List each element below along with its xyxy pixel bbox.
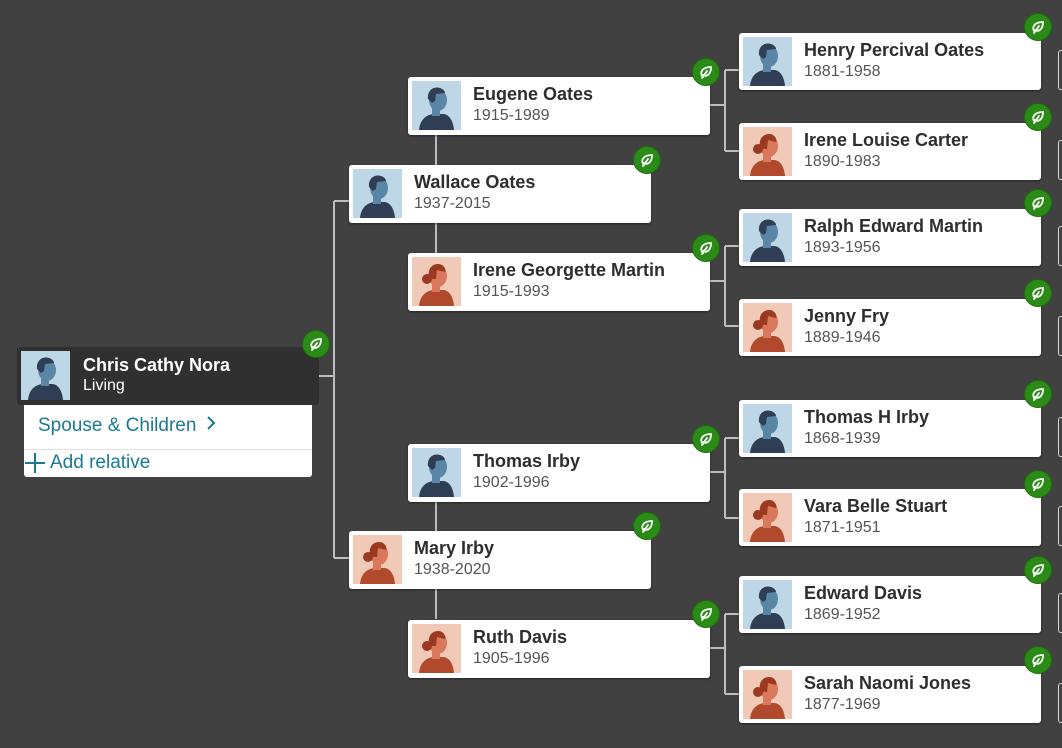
person-name: Henry Percival Oates	[804, 40, 985, 60]
female-avatar-icon	[353, 535, 402, 584]
person-name: Vara Belle Stuart	[804, 496, 948, 516]
person-years: 1877-1969	[804, 696, 881, 713]
person-years: 1890-1983	[804, 153, 881, 170]
male-avatar-icon	[743, 213, 792, 262]
person-name: Wallace Oates	[414, 172, 536, 192]
male-avatar-icon	[353, 169, 402, 218]
leaf-hint-icon[interactable]	[1024, 279, 1052, 307]
person-name: Jenny Fry	[804, 306, 890, 326]
leaf-hint-icon[interactable]	[633, 146, 661, 174]
next-generation-stub[interactable]	[1058, 506, 1062, 546]
next-generation-stub[interactable]	[1058, 316, 1062, 356]
leaf-hint-icon[interactable]	[633, 512, 661, 540]
person-card-great-grandparent[interactable]: Edward Davis 1869-1952	[739, 576, 1041, 633]
person-name: Eugene Oates	[473, 84, 594, 104]
leaf-hint-icon[interactable]	[1024, 556, 1052, 584]
root-person-menu: Spouse & Children Add relative	[24, 405, 312, 477]
person-card-grandparent[interactable]: Ruth Davis 1905-1996	[408, 620, 710, 678]
person-card-great-grandparent[interactable]: Thomas H Irby 1868-1939	[739, 400, 1041, 457]
leaf-hint-icon[interactable]	[692, 425, 720, 453]
leaf-hint-icon[interactable]	[302, 330, 330, 358]
person-years: 1869-1952	[804, 606, 881, 623]
person-years: 1937-2015	[414, 195, 491, 212]
person-name: Irene Louise Carter	[804, 130, 969, 150]
person-card-great-grandparent[interactable]: Henry Percival Oates 1881-1958	[739, 33, 1041, 90]
add-relative-button[interactable]: Add relative	[24, 452, 150, 474]
female-avatar-icon	[743, 670, 792, 719]
person-card-grandparent[interactable]: Eugene Oates 1915-1989	[408, 77, 710, 135]
root-person-status: Living	[83, 377, 125, 394]
person-years: 1893-1956	[804, 239, 881, 256]
person-card-great-grandparent[interactable]: Irene Louise Carter 1890-1983	[739, 123, 1041, 180]
next-generation-stub[interactable]	[1058, 140, 1062, 180]
leaf-hint-icon[interactable]	[1024, 380, 1052, 408]
male-avatar-icon	[412, 448, 461, 497]
male-avatar-icon	[412, 81, 461, 130]
person-card-grandparent[interactable]: Irene Georgette Martin 1915-1993	[408, 253, 710, 311]
female-avatar-icon	[743, 127, 792, 176]
person-name: Ralph Edward Martin	[804, 216, 984, 236]
person-years: 1902-1996	[473, 474, 550, 491]
female-avatar-icon	[412, 624, 461, 673]
person-years: 1905-1996	[473, 650, 550, 667]
person-card-great-grandparent[interactable]: Vara Belle Stuart 1871-1951	[739, 489, 1041, 546]
leaf-hint-icon[interactable]	[1024, 470, 1052, 498]
leaf-hint-icon[interactable]	[692, 58, 720, 86]
next-generation-stub[interactable]	[1058, 50, 1062, 90]
person-name: Mary Irby	[414, 538, 495, 558]
person-name: Sarah Naomi Jones	[804, 673, 972, 693]
person-card-mother[interactable]: Mary Irby 1938-2020	[349, 531, 651, 589]
person-years: 1915-1989	[473, 107, 550, 124]
male-avatar-icon	[21, 351, 70, 400]
male-avatar-icon	[743, 580, 792, 629]
leaf-hint-icon[interactable]	[692, 600, 720, 628]
person-years: 1889-1946	[804, 329, 881, 346]
person-years: 1915-1993	[473, 283, 550, 300]
female-avatar-icon	[743, 493, 792, 542]
root-person-card[interactable]: Chris Cathy Nora Living	[17, 347, 319, 405]
next-generation-stub[interactable]	[1058, 226, 1062, 266]
person-card-great-grandparent[interactable]: Jenny Fry 1889-1946	[739, 299, 1041, 356]
leaf-hint-icon[interactable]	[1024, 103, 1052, 131]
person-card-father[interactable]: Wallace Oates 1937-2015	[349, 165, 651, 223]
person-name: Irene Georgette Martin	[473, 260, 666, 280]
male-avatar-icon	[743, 404, 792, 453]
person-card-great-grandparent[interactable]: Sarah Naomi Jones 1877-1969	[739, 666, 1041, 723]
person-years: 1868-1939	[804, 430, 881, 447]
person-card-grandparent[interactable]: Thomas Irby 1902-1996	[408, 444, 710, 502]
male-avatar-icon	[743, 37, 792, 86]
person-name: Ruth Davis	[473, 627, 568, 647]
leaf-hint-icon[interactable]	[1024, 189, 1052, 217]
spouse-children-link[interactable]: Spouse & Children	[38, 415, 216, 437]
person-years: 1871-1951	[804, 519, 881, 536]
chevron-right-icon	[206, 415, 216, 437]
female-avatar-icon	[412, 257, 461, 306]
root-person-name: Chris Cathy Nora	[83, 355, 231, 375]
leaf-hint-icon[interactable]	[1024, 646, 1052, 674]
leaf-hint-icon[interactable]	[692, 234, 720, 262]
next-generation-stub[interactable]	[1058, 683, 1062, 723]
next-generation-stub[interactable]	[1058, 593, 1062, 633]
plus-icon	[24, 452, 46, 474]
person-name: Edward Davis	[804, 583, 923, 603]
next-generation-stub[interactable]	[1058, 417, 1062, 457]
person-years: 1938-2020	[414, 561, 491, 578]
spouse-children-label: Spouse & Children	[38, 415, 197, 437]
person-name: Thomas Irby	[473, 451, 581, 471]
person-name: Thomas H Irby	[804, 407, 930, 427]
add-relative-label: Add relative	[50, 452, 151, 473]
person-years: 1881-1958	[804, 63, 881, 80]
female-avatar-icon	[743, 303, 792, 352]
person-card-great-grandparent[interactable]: Ralph Edward Martin 1893-1956	[739, 209, 1041, 266]
menu-divider	[24, 449, 312, 450]
leaf-hint-icon[interactable]	[1024, 13, 1052, 41]
